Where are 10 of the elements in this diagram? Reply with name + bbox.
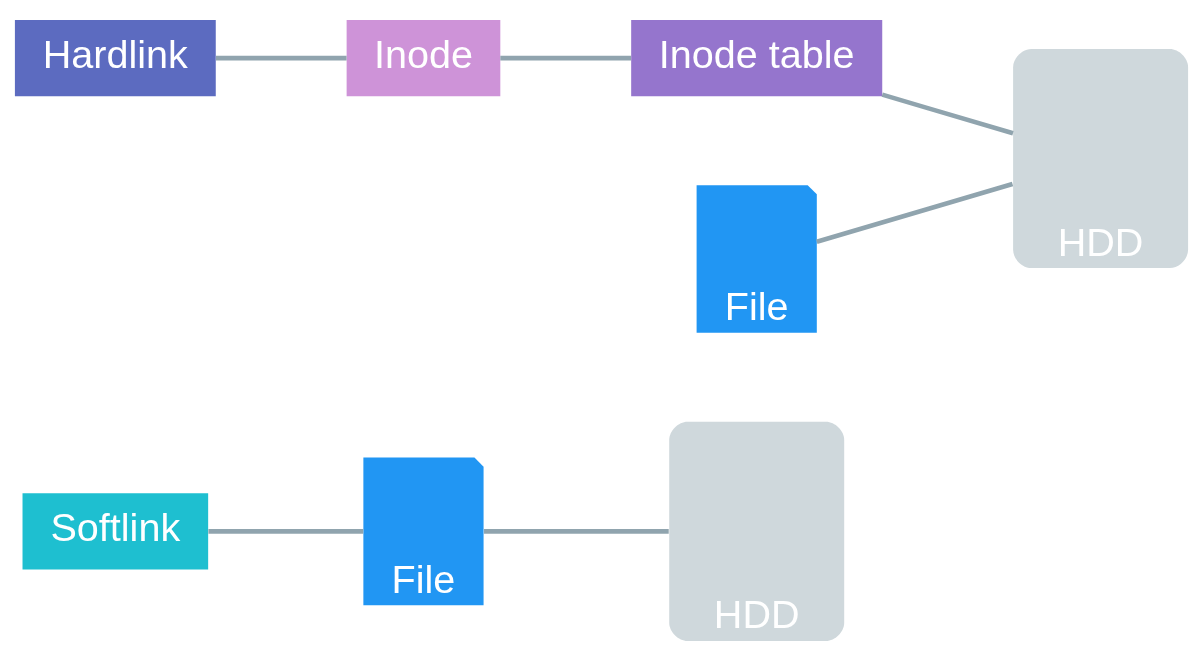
connector (881, 91, 1014, 135)
connector (500, 55, 631, 60)
connector (215, 55, 347, 60)
node-box: Inode table (631, 19, 883, 96)
connector (208, 528, 364, 534)
node-box: Inode (346, 19, 501, 96)
connector (484, 528, 669, 534)
node-box: Softlink (22, 492, 209, 569)
connector (816, 181, 1014, 244)
node-box: Hardlink (14, 19, 216, 96)
